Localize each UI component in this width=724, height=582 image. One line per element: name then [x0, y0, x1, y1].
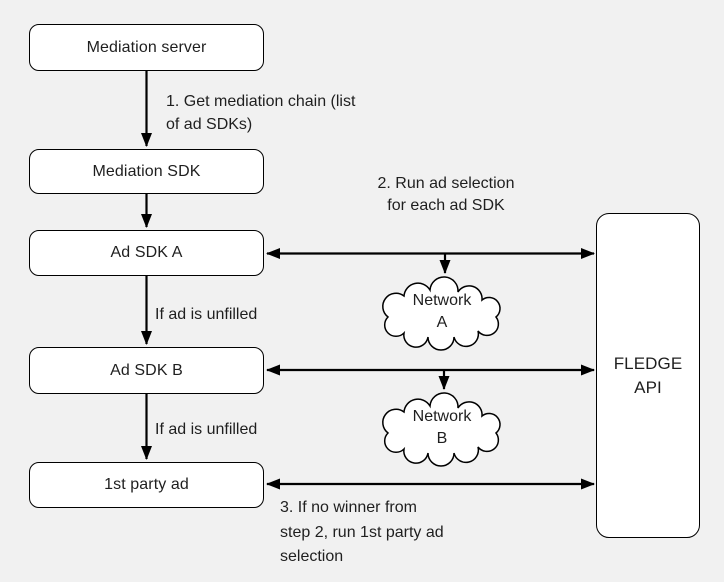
annotation-step1: 1. Get mediation chain (list of ad SDKs): [166, 93, 356, 133]
node-first-party-ad: 1st party ad: [29, 462, 264, 508]
node-ad-sdk-a: Ad SDK A: [29, 230, 264, 276]
annotation-step2: 2. Run ad selection for each ad SDK: [377, 175, 515, 214]
network-a-label: Network A: [412, 292, 472, 331]
node-first-party-ad-label: 1st party ad: [104, 476, 189, 493]
node-ad-sdk-b: Ad SDK B: [29, 347, 264, 394]
network-b-label: Network B: [412, 408, 472, 447]
node-mediation-sdk: Mediation SDK: [29, 149, 264, 194]
annotation-if-unfilled-a: If ad is unfilled: [155, 306, 258, 323]
node-mediation-sdk-label: Mediation SDK: [92, 162, 201, 180]
network-a-cloud: [382, 276, 501, 351]
node-mediation-server: Mediation server: [29, 24, 264, 71]
node-mediation-server-label: Mediation server: [86, 38, 207, 56]
node-ad-sdk-b-label: Ad SDK B: [110, 361, 183, 379]
node-fledge-api: FLEDGE API: [596, 213, 700, 538]
node-ad-sdk-a-label: Ad SDK A: [110, 244, 183, 261]
network-b-cloud: [382, 392, 501, 467]
annotation-if-unfilled-b: If ad is unfilled: [155, 421, 258, 438]
annotation-step3: 3. If no winner from step 2, run 1st par…: [280, 499, 444, 565]
